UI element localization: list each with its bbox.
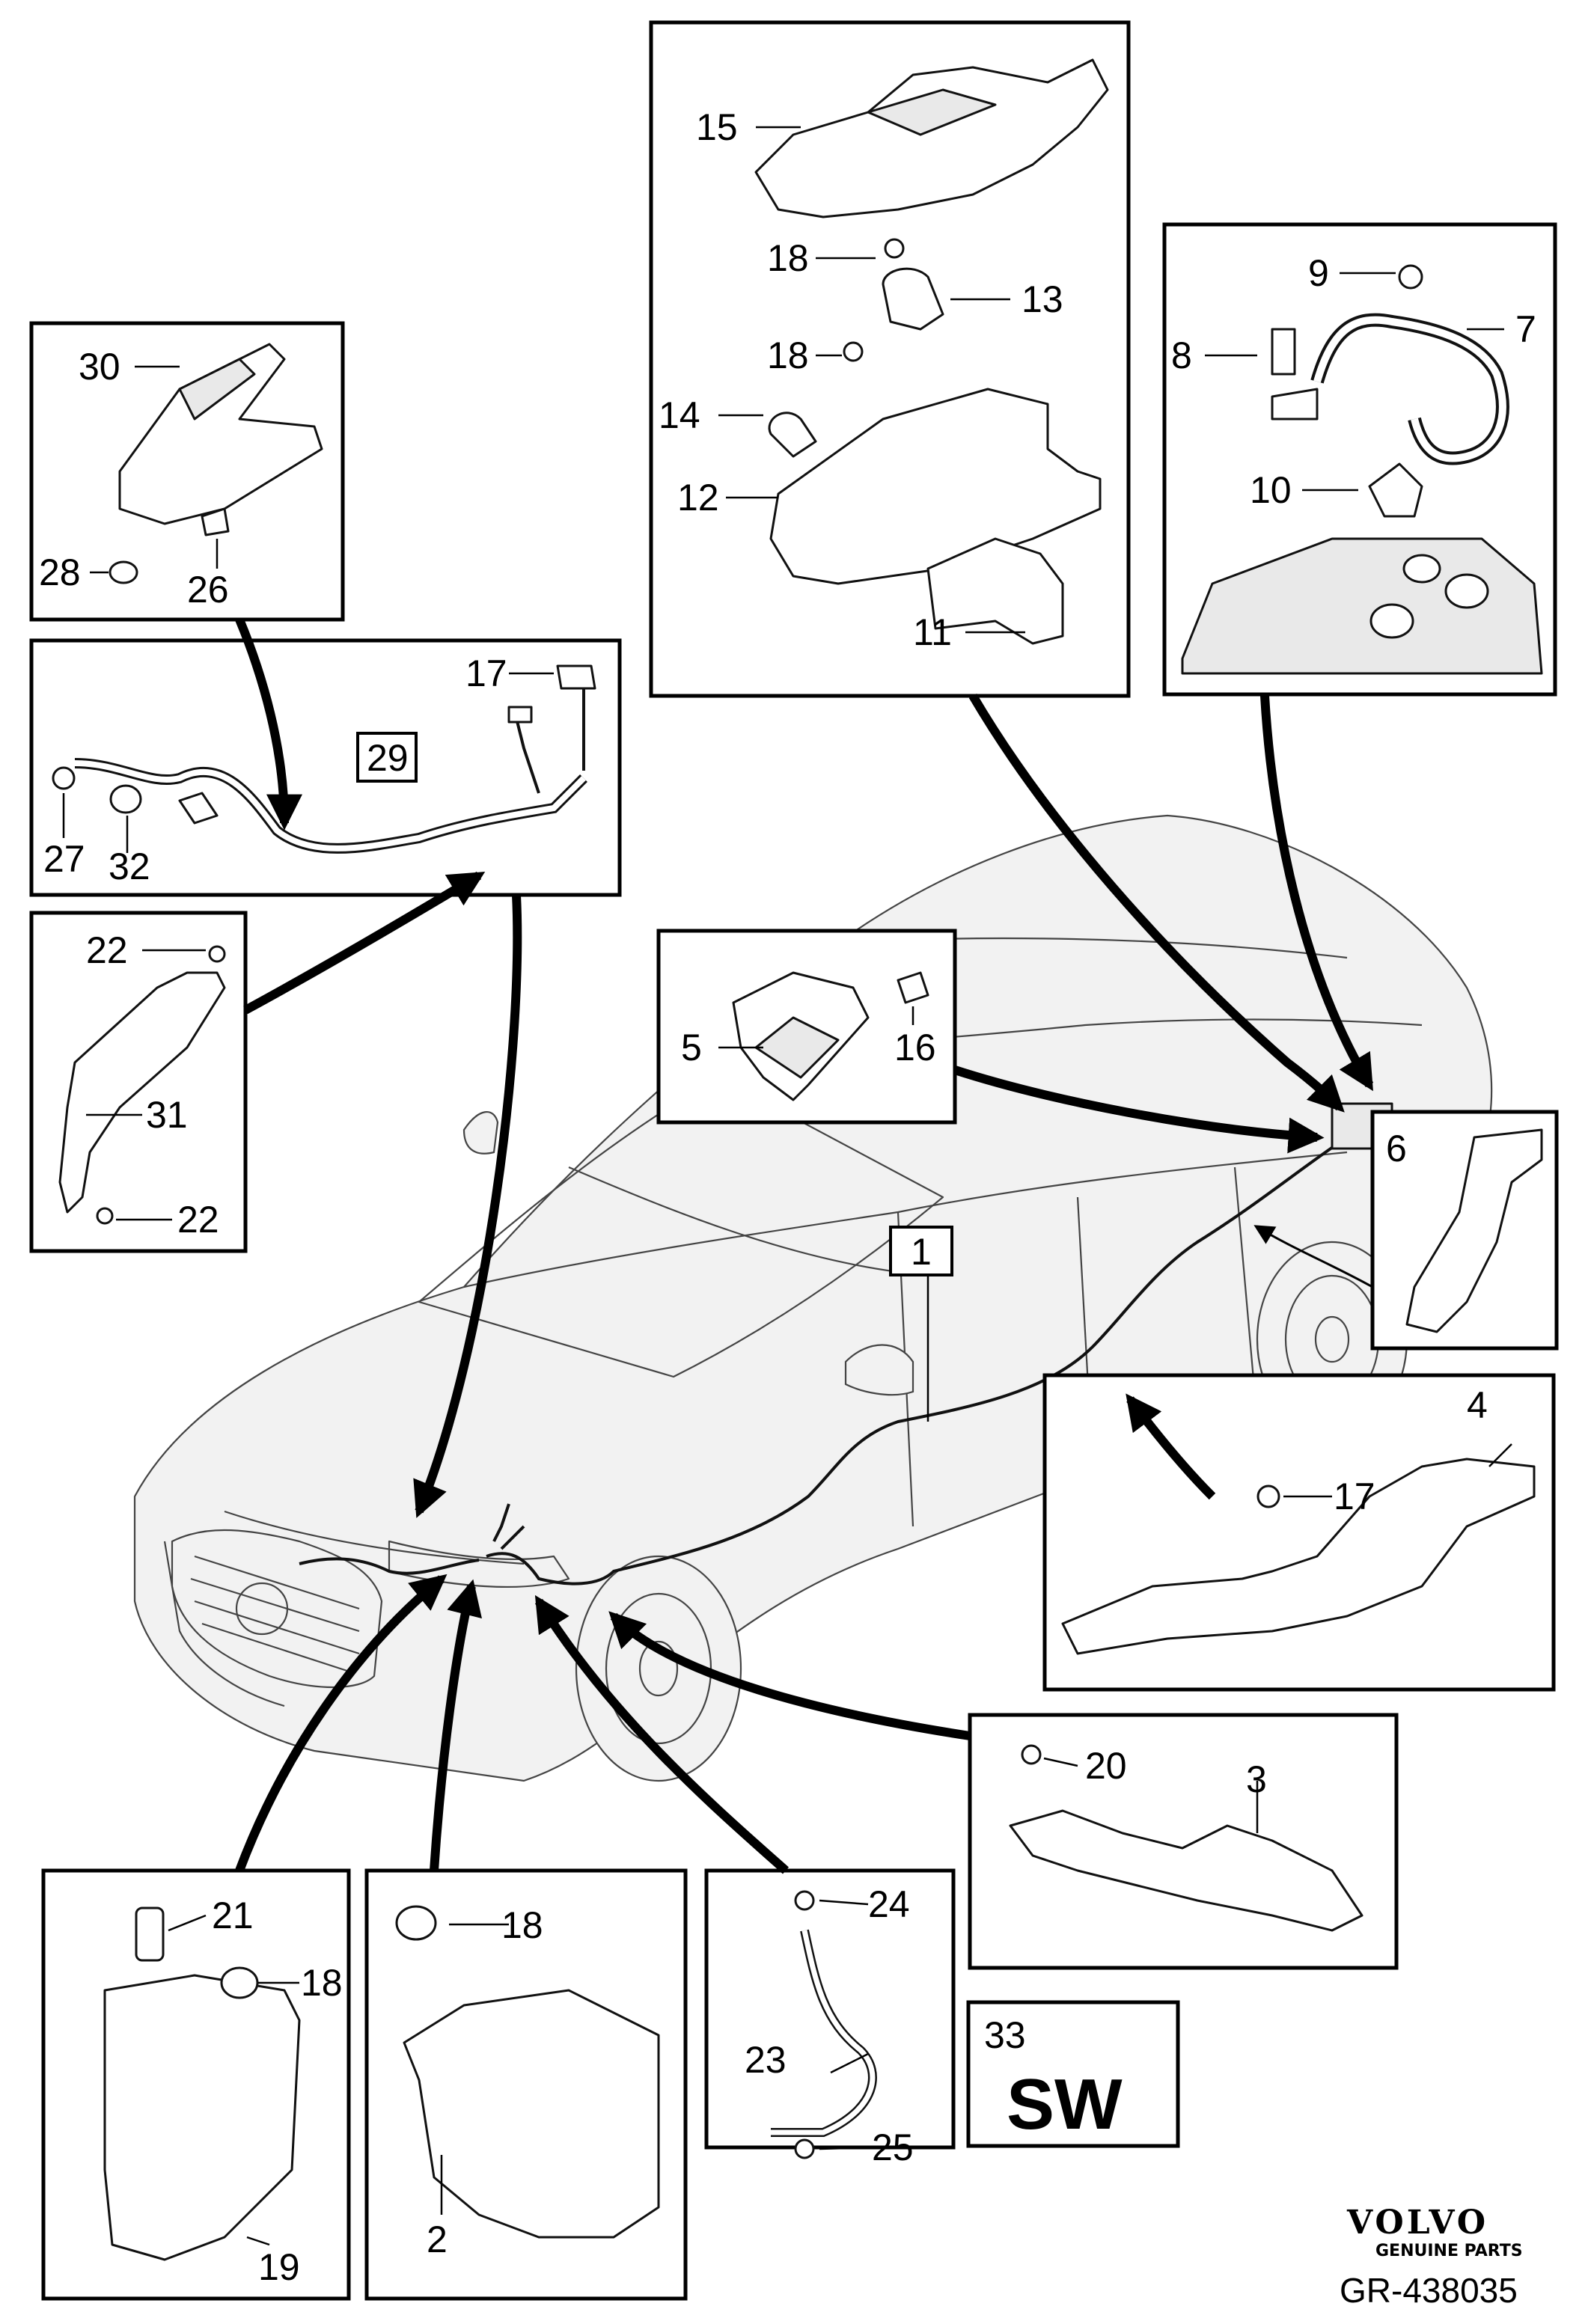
cover-panel-bottom-left bbox=[41, 1868, 351, 2301]
callout-6: 6 bbox=[1386, 1128, 1407, 1169]
callout-19: 19 bbox=[258, 2246, 300, 2288]
callout-24: 24 bbox=[868, 1883, 910, 1925]
callout-17: 17 bbox=[1334, 1476, 1375, 1517]
callout-18: 18 bbox=[301, 1962, 343, 2004]
assembly-arrows bbox=[235, 617, 1374, 1874]
callout-22: 22 bbox=[177, 1199, 219, 1241]
callout-10: 10 bbox=[1250, 469, 1292, 511]
callout-29: 29 bbox=[367, 737, 409, 779]
bracket-panel-left bbox=[29, 911, 248, 1253]
software-panel bbox=[966, 2000, 1180, 2148]
callout-14: 14 bbox=[659, 394, 700, 436]
callout-12: 12 bbox=[677, 477, 719, 519]
callout-32: 32 bbox=[109, 845, 150, 887]
software-label: SW bbox=[1007, 2064, 1123, 2144]
callout-25: 25 bbox=[872, 2126, 914, 2168]
callout-20: 20 bbox=[1085, 1745, 1127, 1787]
callout-31: 31 bbox=[146, 1094, 188, 1136]
callout-18: 18 bbox=[767, 237, 809, 279]
diagram-reference: GR-438035 bbox=[1340, 2271, 1518, 2310]
callout-28: 28 bbox=[39, 551, 81, 593]
callout-27: 27 bbox=[43, 838, 85, 880]
leader-lines bbox=[62, 126, 1512, 2246]
battery-cable-panel bbox=[1162, 222, 1557, 697]
callout-22: 22 bbox=[86, 929, 128, 971]
callout-16: 16 bbox=[894, 1027, 936, 1068]
bracket-panel-top-left bbox=[29, 321, 345, 622]
callout-21: 21 bbox=[212, 1895, 254, 1936]
brand-block: VOLVO GENUINE PARTS GR-438035 bbox=[1340, 2204, 1523, 2310]
volvo-logo: VOLVO bbox=[1346, 2204, 1488, 2242]
callout-1: 1 bbox=[911, 1231, 932, 1273]
cover-panel-right bbox=[1370, 1110, 1559, 1351]
callout-18: 18 bbox=[767, 334, 809, 376]
callout-26: 26 bbox=[187, 569, 229, 611]
callout-5: 5 bbox=[681, 1027, 702, 1068]
callout-15: 15 bbox=[696, 106, 738, 148]
module-panel bbox=[364, 1868, 688, 2301]
callout-11: 11 bbox=[913, 611, 952, 653]
callout-4: 4 bbox=[1467, 1384, 1488, 1426]
callout-9: 9 bbox=[1308, 252, 1329, 294]
callout-17: 17 bbox=[465, 652, 507, 694]
ground-cable-panel bbox=[704, 1868, 956, 2159]
bracket-panel-3 bbox=[968, 1713, 1399, 1970]
harness-panel bbox=[29, 638, 622, 897]
callout-3: 3 bbox=[1246, 1758, 1267, 1800]
fuse-box-panel bbox=[649, 20, 1131, 698]
callout-33: 33 bbox=[984, 2014, 1026, 2056]
brand-tagline: GENUINE PARTS bbox=[1375, 2242, 1523, 2260]
callout-18: 18 bbox=[501, 1904, 543, 1946]
callout-2: 2 bbox=[427, 2218, 448, 2260]
callout-7: 7 bbox=[1515, 308, 1536, 350]
callout-23: 23 bbox=[745, 2039, 787, 2081]
callout-13: 13 bbox=[1022, 278, 1063, 320]
sensor-panel bbox=[656, 929, 957, 1125]
callout-30: 30 bbox=[79, 346, 120, 388]
callout-labels: 15 18 13 18 14 12 11 9 7 8 10 30 28 26 1… bbox=[39, 106, 1536, 2288]
callout-8: 8 bbox=[1171, 334, 1192, 376]
